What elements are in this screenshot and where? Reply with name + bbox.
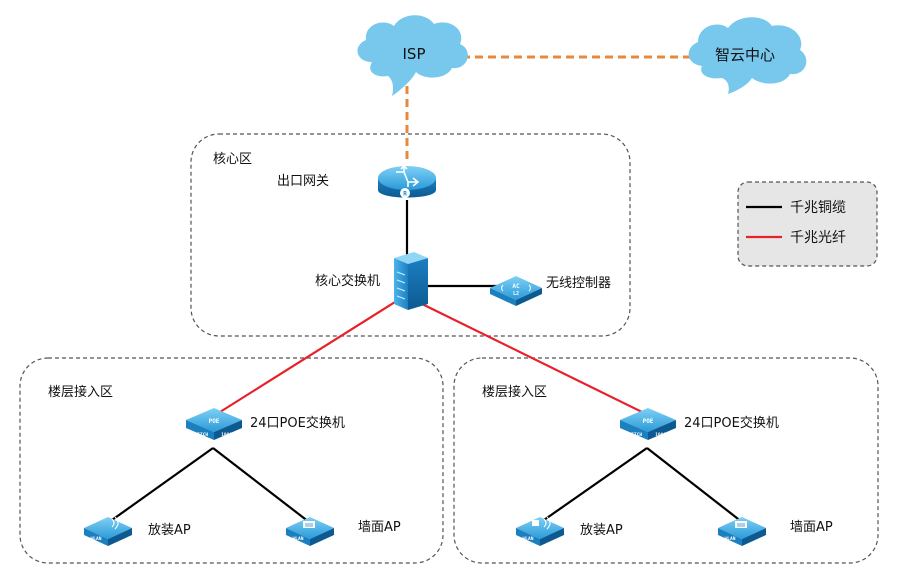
ap-ceiling-left-label: 放装AP: [148, 523, 191, 538]
wireless-controller-icon: AC L2: [490, 276, 542, 306]
isp-cloud-icon: [357, 15, 468, 96]
link-core-poe-left: [219, 301, 396, 413]
legend: 千兆铜缆 千兆光纤: [737, 181, 878, 267]
ap-wall-left-icon: WLAN: [286, 517, 334, 546]
poe-switch-right-label: 24口POE交换机: [684, 415, 779, 431]
wireless-controller-label: 无线控制器: [546, 276, 611, 291]
cloud-center-icon: [688, 17, 807, 94]
ap-ceiling-left-wlan: WLAN: [91, 536, 102, 542]
poe-left-poe-text: POE: [209, 418, 220, 425]
floor-zone-left: [19, 357, 444, 564]
legend-fiber-label: 千兆光纤: [790, 230, 846, 246]
poe-right-speed-text: 1000M: [655, 432, 669, 438]
link-poe-right-ap-ceiling: [543, 447, 648, 521]
poe-right-switch-text: SWITCH: [626, 432, 643, 438]
isp-label: ISP: [403, 45, 426, 63]
ap-ceiling-right-wlan: WLAN: [523, 536, 534, 542]
legend-copper-label: 千兆铜缆: [790, 200, 846, 216]
legend-box: [737, 181, 878, 267]
router-icon: R: [378, 164, 436, 198]
link-core-poe-right: [417, 301, 643, 413]
ap-wall-left-wlan: WLAN: [293, 536, 304, 542]
link-poe-right-ap-wall: [646, 447, 743, 523]
floor-zone-right-label: 楼层接入区: [482, 384, 547, 400]
ac-label: AC: [512, 283, 520, 290]
ap-wall-left-label: 墙面AP: [358, 520, 401, 535]
poe-switch-right-icon: POE SWITCH 1000M: [620, 408, 676, 440]
poe-left-speed-text: 1000M: [221, 432, 235, 438]
ap-ceiling-right-icon: WLAN: [516, 516, 564, 546]
router-badge: R: [403, 191, 407, 198]
core-zone-label: 核心区: [213, 152, 252, 167]
gateway-label: 出口网关: [277, 174, 329, 189]
cloud-center-label: 智云中心: [715, 46, 775, 64]
link-poe-left-ap-wall: [212, 447, 310, 523]
link-poe-left-ap-ceiling: [111, 447, 214, 521]
core-switch-icon: [394, 252, 428, 310]
ap-wall-right-label: 墙面AP: [790, 520, 833, 535]
poe-switch-left-label: 24口POE交换机: [250, 415, 345, 431]
core-zone: [190, 133, 631, 337]
poe-left-switch-text: SWITCH: [192, 432, 209, 438]
ap-wall-right-icon: WLAN: [718, 517, 766, 546]
core-switch-label: 核心交换机: [315, 273, 380, 289]
poe-switch-left-icon: POE SWITCH 1000M: [186, 408, 242, 440]
poe-right-poe-text: POE: [643, 418, 654, 425]
ap-ceiling-left-icon: WLAN: [84, 501, 132, 546]
ap-wall-right-wlan: WLAN: [725, 536, 736, 542]
ac-sub-label: L2: [513, 291, 519, 297]
floor-zone-left-label: 楼层接入区: [48, 384, 113, 400]
ap-ceiling-right-label: 放装AP: [580, 523, 623, 538]
floor-zone-right: [453, 357, 879, 564]
